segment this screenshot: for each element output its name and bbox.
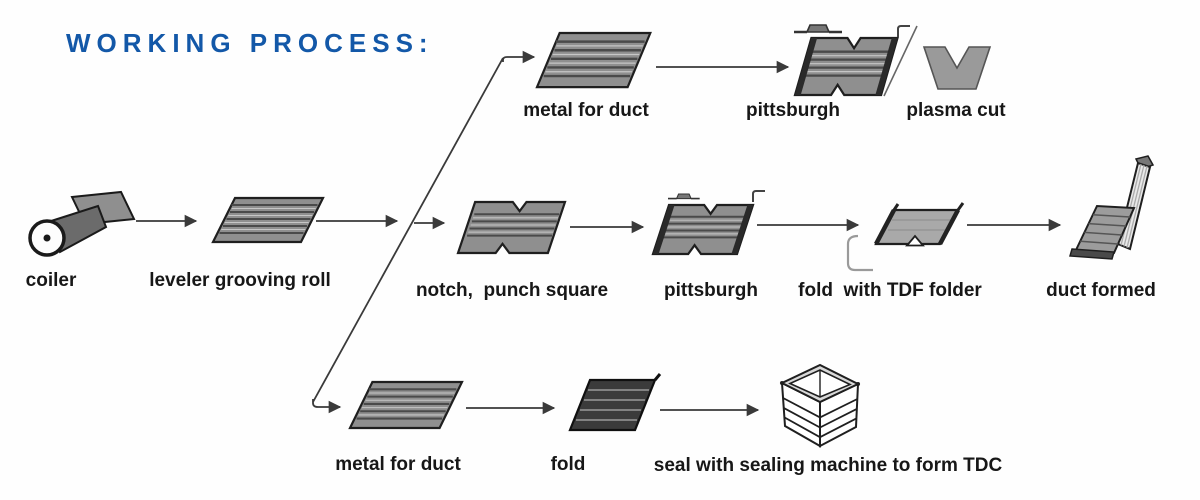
- grooved-sheet-icon-metal-bottom: [348, 380, 464, 430]
- label-pittsburgh-top: pittsburgh: [746, 100, 840, 121]
- label-seal-tdc: seal with sealing machine to form TDC: [653, 455, 1003, 476]
- label-fold-bottom: fold: [550, 454, 586, 475]
- notched-sheet-icon: [456, 200, 567, 255]
- coiler-icon: [28, 190, 136, 257]
- label-plasma-cut: plasma cut: [906, 100, 1006, 121]
- arrow-branch-to-metal-bottom: [312, 399, 342, 414]
- tdf-tray-icon: [874, 202, 965, 247]
- label-duct-formed: duct formed: [1046, 280, 1156, 301]
- duct-formed-icon: [1069, 155, 1155, 260]
- dark-fold-icon: [568, 373, 662, 432]
- grooved-sheet-icon-leveler: [211, 196, 325, 244]
- label-metal-bottom: metal for duct: [335, 454, 461, 475]
- pittsburgh-sheet-icon-top: [795, 38, 898, 95]
- hook-icon-middle: [752, 190, 766, 203]
- pittsburgh-sheet-icon-middle: [653, 205, 753, 254]
- seam-profile-icon-top: [792, 23, 844, 34]
- tdc-box-icon: [779, 363, 861, 448]
- label-pittsburgh-mid: pittsburgh: [664, 280, 758, 301]
- diagram-title: WORKING PROCESS:: [66, 28, 434, 58]
- tdf-profile-icon: [846, 234, 873, 272]
- grooved-sheet-icon-metal-top: [535, 31, 652, 89]
- seam-profile-icon-middle: [667, 193, 701, 200]
- branch-diagonal-line: [312, 57, 504, 403]
- plasma-cut-divider-line: [883, 25, 918, 97]
- flow-connectors: [136, 50, 1062, 417]
- label-metal-top: metal for duct: [523, 100, 649, 121]
- label-leveler: leveler grooving roll: [149, 270, 331, 291]
- arrow-branch-to-metal-top: [502, 50, 536, 64]
- plasma-v-icon: [922, 46, 992, 90]
- label-coiler: coiler: [25, 270, 77, 291]
- hook-icon-top: [897, 25, 911, 38]
- label-fold-tdf: fold with TDF folder: [798, 280, 982, 301]
- label-notch-punch: notch, punch square: [415, 280, 609, 301]
